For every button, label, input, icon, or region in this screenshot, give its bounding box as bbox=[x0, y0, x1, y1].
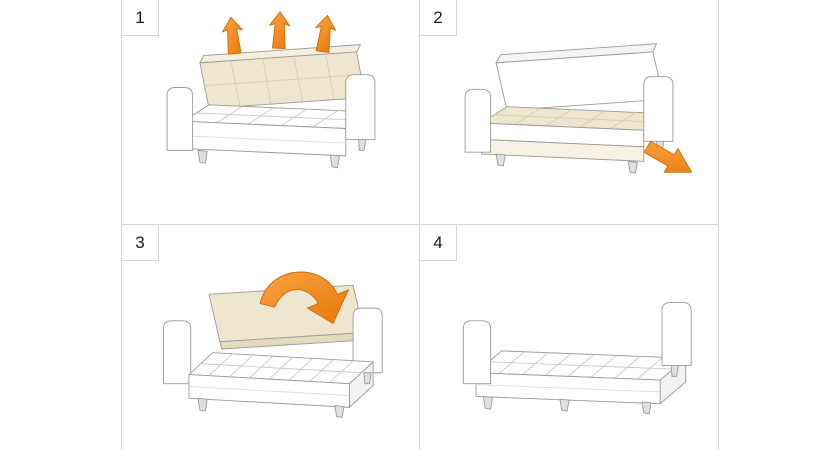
left-armrest bbox=[166, 87, 193, 151]
pull-out-arrow-icon bbox=[643, 140, 693, 173]
right-armrest bbox=[643, 76, 674, 142]
fold-arrow-icon bbox=[259, 271, 349, 324]
up-arrow-icon bbox=[268, 11, 290, 49]
step-3-panel: 3 bbox=[122, 225, 420, 450]
legs bbox=[197, 138, 366, 169]
left-armrest bbox=[462, 319, 492, 384]
step-2-art bbox=[420, 0, 718, 224]
backrest-panel bbox=[495, 43, 665, 111]
step-1-panel: 1 bbox=[122, 0, 420, 225]
sofa-step-3-illustration bbox=[162, 271, 383, 418]
left-armrest bbox=[464, 88, 492, 153]
right-armrest bbox=[352, 307, 383, 373]
step-4-panel: 4 bbox=[420, 225, 718, 450]
sofa-step-1-illustration bbox=[166, 11, 375, 169]
bed-surface bbox=[475, 349, 687, 404]
steps-grid: 1 bbox=[121, 0, 719, 450]
right-armrest bbox=[661, 301, 692, 366]
seat-cushions bbox=[182, 104, 372, 129]
step-3-number: 3 bbox=[122, 225, 159, 261]
tuft-seams bbox=[200, 352, 361, 383]
tuft-seams bbox=[203, 53, 360, 107]
step-1-art bbox=[122, 0, 419, 224]
up-arrow-icon bbox=[221, 16, 243, 55]
backrest-cushions bbox=[198, 44, 365, 109]
up-arrow-icon bbox=[314, 15, 336, 53]
right-armrest bbox=[344, 74, 375, 140]
legs bbox=[197, 371, 372, 418]
step-4-number: 4 bbox=[420, 225, 457, 261]
tuft-seams bbox=[195, 106, 359, 128]
legs bbox=[482, 364, 679, 414]
pulled-out-platform bbox=[187, 351, 374, 408]
sofa-step-4-illustration bbox=[462, 301, 692, 414]
tuft-seams bbox=[494, 108, 657, 129]
step-1-number: 1 bbox=[122, 0, 159, 36]
tuft-seams bbox=[488, 350, 673, 379]
lift-arrows bbox=[221, 11, 336, 55]
step-3-art bbox=[122, 225, 419, 450]
sofa-step-2-illustration bbox=[464, 43, 693, 174]
step-2-number: 2 bbox=[420, 0, 457, 36]
left-armrest bbox=[162, 319, 191, 384]
sofa-base bbox=[182, 120, 346, 157]
step-4-art bbox=[420, 225, 718, 450]
sofa-base bbox=[481, 122, 645, 162]
step-2-panel: 2 bbox=[420, 0, 718, 225]
